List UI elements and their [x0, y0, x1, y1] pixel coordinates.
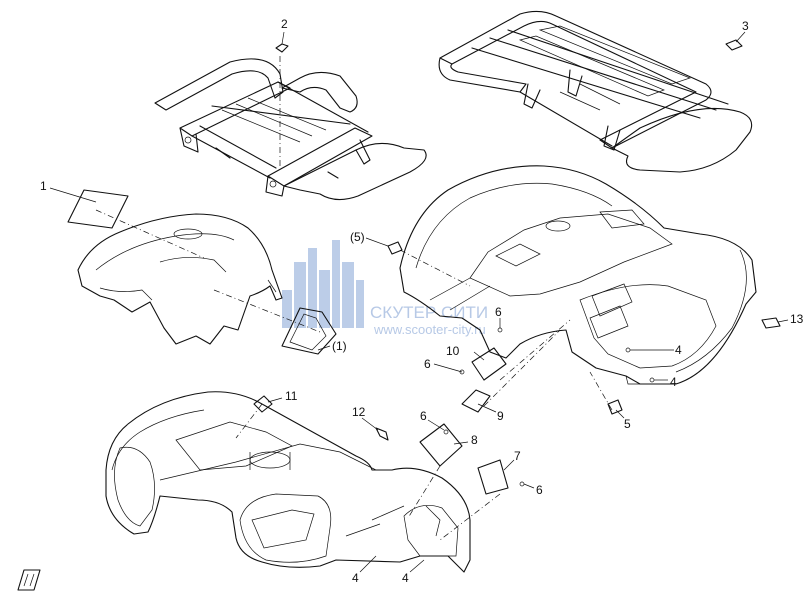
callout-6c: 6	[420, 409, 427, 423]
reflector-5-lower	[607, 399, 623, 415]
watermark-title: СКУТЕР СИТИ	[370, 303, 488, 322]
front-rack	[154, 58, 427, 201]
callout-3: 3	[742, 19, 749, 33]
callout-11: 11	[285, 389, 298, 403]
decal-1	[67, 189, 129, 229]
callout-5-paren: (5)	[350, 230, 365, 244]
screw-6b	[459, 369, 465, 375]
callout-4d: 4	[402, 571, 409, 585]
callout-4a: 4	[675, 343, 682, 357]
callout-2: 2	[281, 17, 288, 31]
front-fender	[105, 391, 471, 573]
callout-9: 9	[497, 409, 504, 423]
callouts: 1 2 3 (5) (1) 10 6 6 9 5 4 4 13 12 6 8 7…	[40, 17, 804, 585]
watermark: СКУТЕР СИТИ www.scooter-city.ru	[282, 240, 488, 337]
reflector-2	[275, 43, 289, 53]
callout-4b: 4	[670, 375, 677, 389]
callout-13: 13	[790, 312, 804, 326]
front-cover	[77, 213, 283, 345]
direction-arrow	[17, 569, 41, 591]
city-skyline-logo	[282, 240, 364, 328]
plate-8	[419, 423, 463, 467]
alignment-lines	[95, 56, 613, 541]
callout-6b: 6	[495, 305, 502, 319]
decal-1-lower	[281, 307, 337, 355]
watermark-url: www.scooter-city.ru	[373, 322, 486, 337]
rear-rack	[438, 10, 753, 173]
screw-4b	[649, 377, 655, 383]
callout-1-paren: (1)	[332, 339, 347, 353]
callout-4c: 4	[352, 571, 359, 585]
screw-6a	[497, 327, 503, 333]
leader-lines	[49, 31, 789, 573]
reflector-5-upper	[387, 241, 403, 255]
plate-10	[471, 347, 507, 381]
screw-6d	[519, 481, 525, 487]
screw-6c	[443, 429, 449, 435]
callout-5: 5	[624, 417, 631, 431]
callout-7: 7	[514, 449, 521, 463]
callout-1: 1	[40, 179, 47, 193]
clip-12	[375, 427, 389, 441]
callout-6d: 6	[536, 483, 543, 497]
reflector-11	[253, 395, 273, 413]
rear-fender	[399, 165, 757, 385]
callout-6a: 6	[424, 357, 431, 371]
plate-7	[477, 459, 509, 495]
callout-10: 10	[446, 344, 460, 358]
callout-12: 12	[352, 405, 366, 419]
reflector-3	[725, 39, 743, 51]
screw-4a	[625, 347, 631, 353]
reflector-13	[761, 317, 781, 329]
callout-8: 8	[471, 433, 478, 447]
plate-9	[461, 389, 491, 413]
